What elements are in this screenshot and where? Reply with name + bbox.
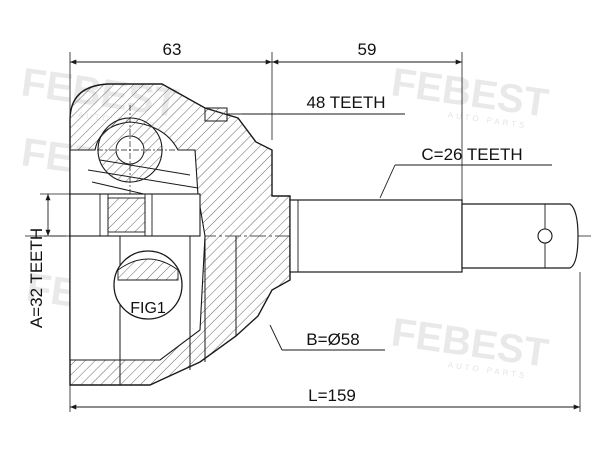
abs-ring-teeth	[204, 107, 228, 122]
label-abs-ring: 48 TEETH	[306, 93, 385, 112]
boot-lines	[70, 235, 237, 385]
c-spline-leader	[379, 164, 396, 199]
shaft-spline-section	[289, 199, 463, 273]
cotter-pin-hole	[537, 228, 553, 244]
label-boot-diameter: B=Ø58	[306, 330, 359, 349]
fig1-label: FIG1	[130, 300, 166, 317]
shaft-threaded-end	[461, 203, 579, 269]
fig1-hatched-cap	[117, 258, 179, 281]
dimension-lines	[45, 59, 580, 410]
label-outer-spline: C=26 TEETH	[421, 145, 522, 164]
output-shaft	[289, 199, 579, 273]
label-inner-spline: A=32 TEETH	[27, 228, 46, 328]
hub-hatch	[107, 197, 146, 233]
label-shaft-length: 59	[358, 40, 377, 59]
b-diameter-leader	[269, 324, 283, 351]
label-housing-length: 63	[163, 40, 182, 59]
label-total-length: L=159	[308, 386, 356, 405]
